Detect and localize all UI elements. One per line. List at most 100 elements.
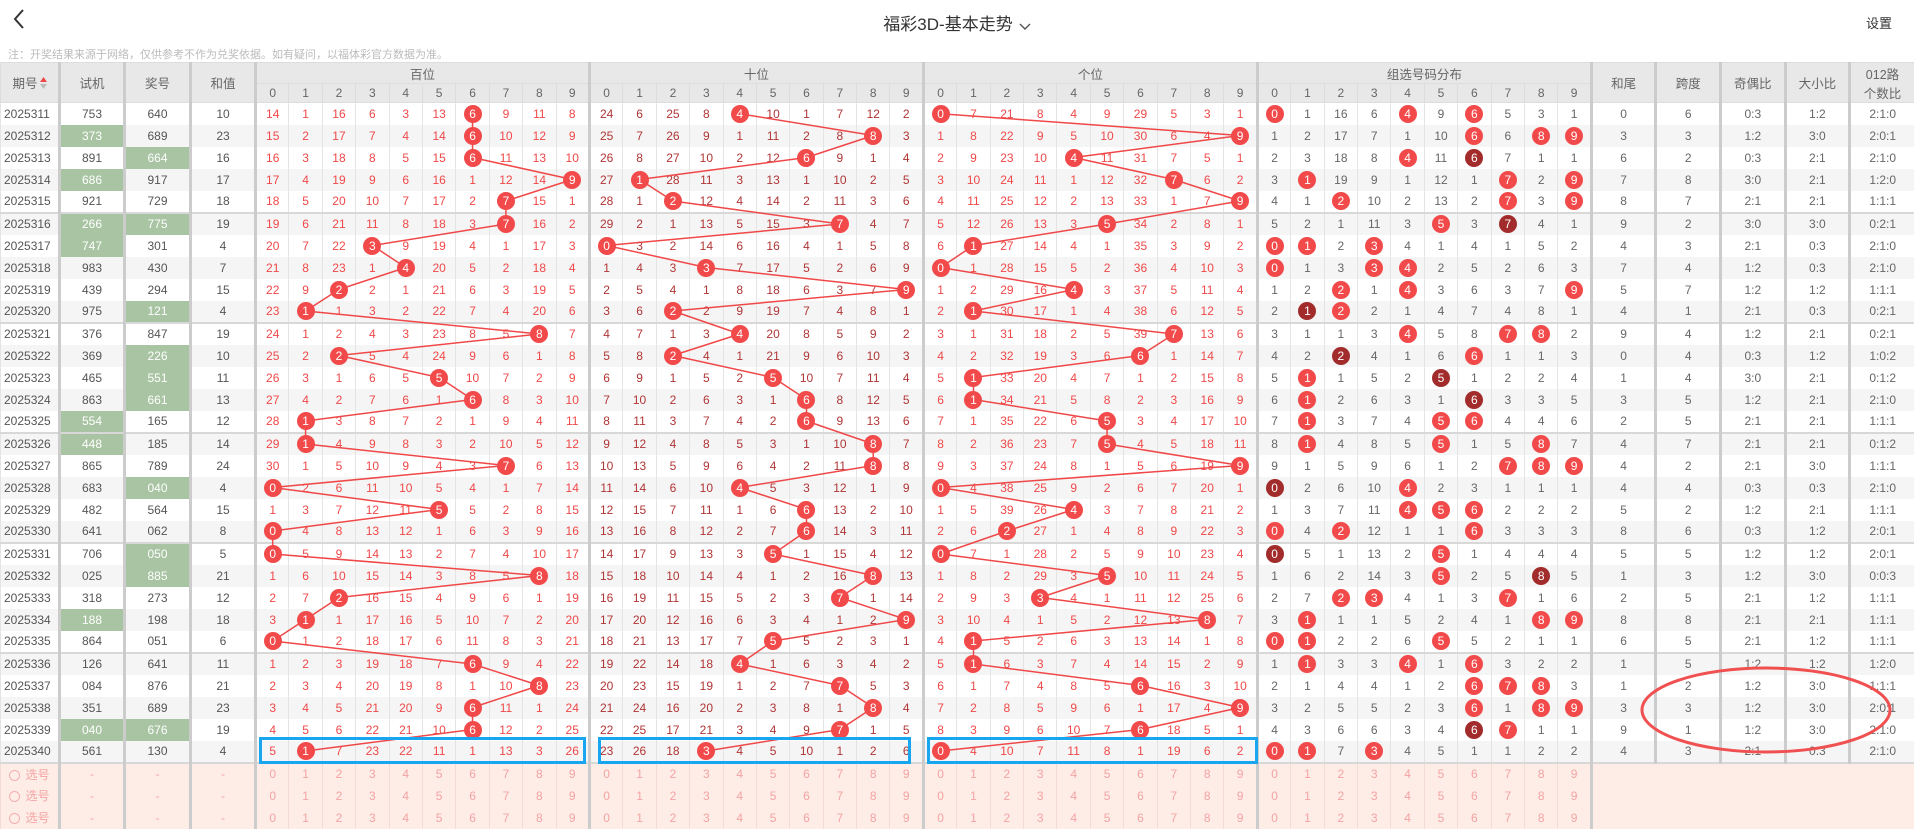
hundreds-select-digit[interactable]: 1 — [289, 785, 322, 807]
tens-select-digit[interactable]: 1 — [623, 807, 656, 829]
units-select-digit[interactable]: 5 — [1090, 807, 1123, 829]
tens-select-digit[interactable]: 9 — [890, 763, 923, 785]
units-select-digit[interactable]: 1 — [957, 785, 990, 807]
units-select-digit[interactable]: 9 — [1224, 763, 1257, 785]
units-select-digit[interactable]: 6 — [1124, 763, 1157, 785]
group-select-digit[interactable]: 6 — [1458, 763, 1491, 785]
tens-select-digit[interactable]: 6 — [790, 763, 823, 785]
units-select-digit[interactable]: 8 — [1191, 763, 1224, 785]
hundreds-select-digit[interactable]: 4 — [389, 807, 422, 829]
selector-label[interactable]: 选号 — [1, 763, 60, 785]
hundreds-select-digit[interactable]: 7 — [489, 785, 522, 807]
group-select-digit[interactable]: 0 — [1257, 763, 1290, 785]
units-select-digit[interactable]: 2 — [990, 807, 1023, 829]
group-select-digit[interactable]: 3 — [1358, 763, 1391, 785]
group-select-digit[interactable]: 1 — [1291, 785, 1324, 807]
units-select-digit[interactable]: 0 — [923, 807, 956, 829]
tens-select-digit[interactable]: 7 — [823, 785, 856, 807]
tens-select-digit[interactable]: 6 — [790, 785, 823, 807]
hundreds-select-digit[interactable]: 8 — [523, 763, 556, 785]
group-select-digit[interactable]: 1 — [1291, 807, 1324, 829]
hundreds-select-digit[interactable]: 4 — [389, 785, 422, 807]
selector-label[interactable]: 选号 — [1, 807, 60, 829]
tens-select-digit[interactable]: 0 — [589, 763, 622, 785]
hundreds-select-digit[interactable]: 6 — [456, 763, 489, 785]
group-select-digit[interactable]: 5 — [1424, 785, 1457, 807]
hundreds-select-digit[interactable]: 2 — [322, 807, 355, 829]
units-select-digit[interactable]: 2 — [990, 763, 1023, 785]
group-select-digit[interactable]: 7 — [1491, 763, 1524, 785]
settings-button[interactable]: 设置 — [1866, 13, 1892, 32]
group-select-digit[interactable]: 0 — [1257, 785, 1290, 807]
group-select-digit[interactable]: 6 — [1458, 785, 1491, 807]
tens-select-digit[interactable]: 8 — [857, 785, 890, 807]
units-select-digit[interactable]: 9 — [1224, 807, 1257, 829]
tens-select-digit[interactable]: 4 — [723, 785, 756, 807]
tens-select-digit[interactable]: 6 — [790, 807, 823, 829]
hundreds-select-digit[interactable]: 5 — [422, 807, 455, 829]
hundreds-select-digit[interactable]: 3 — [356, 785, 389, 807]
hundreds-select-digit[interactable]: 8 — [523, 807, 556, 829]
tens-select-digit[interactable]: 5 — [756, 807, 789, 829]
radio-icon[interactable] — [9, 791, 20, 802]
units-select-digit[interactable]: 8 — [1191, 807, 1224, 829]
units-select-digit[interactable]: 1 — [957, 807, 990, 829]
hundreds-select-digit[interactable]: 5 — [422, 763, 455, 785]
group-select-digit[interactable]: 6 — [1458, 807, 1491, 829]
hundreds-select-digit[interactable]: 3 — [356, 763, 389, 785]
hundreds-select-digit[interactable]: 4 — [389, 763, 422, 785]
tens-select-digit[interactable]: 3 — [690, 763, 723, 785]
tens-select-digit[interactable]: 2 — [656, 785, 689, 807]
tens-select-digit[interactable]: 2 — [656, 807, 689, 829]
hundreds-select-digit[interactable]: 1 — [289, 763, 322, 785]
group-select-digit[interactable]: 4 — [1391, 785, 1424, 807]
units-select-digit[interactable]: 2 — [990, 785, 1023, 807]
hundreds-select-digit[interactable]: 7 — [489, 807, 522, 829]
tens-select-digit[interactable]: 1 — [623, 785, 656, 807]
tens-select-digit[interactable]: 7 — [823, 807, 856, 829]
group-select-digit[interactable]: 3 — [1358, 807, 1391, 829]
hundreds-select-digit[interactable]: 0 — [256, 785, 289, 807]
group-select-digit[interactable]: 8 — [1524, 807, 1557, 829]
group-select-digit[interactable]: 9 — [1558, 785, 1591, 807]
units-select-digit[interactable]: 4 — [1057, 807, 1090, 829]
tens-select-digit[interactable]: 5 — [756, 785, 789, 807]
units-select-digit[interactable]: 6 — [1124, 807, 1157, 829]
units-select-digit[interactable]: 9 — [1224, 785, 1257, 807]
units-select-digit[interactable]: 4 — [1057, 785, 1090, 807]
tens-select-digit[interactable]: 1 — [623, 763, 656, 785]
group-select-digit[interactable]: 4 — [1391, 807, 1424, 829]
units-select-digit[interactable]: 3 — [1024, 785, 1057, 807]
tens-select-digit[interactable]: 3 — [690, 785, 723, 807]
tens-select-digit[interactable]: 0 — [589, 785, 622, 807]
hundreds-select-digit[interactable]: 6 — [456, 785, 489, 807]
units-select-digit[interactable]: 4 — [1057, 763, 1090, 785]
column-header-issue[interactable]: 期号 — [1, 63, 60, 103]
group-select-digit[interactable]: 9 — [1558, 807, 1591, 829]
group-select-digit[interactable]: 7 — [1491, 785, 1524, 807]
group-select-digit[interactable]: 2 — [1324, 763, 1357, 785]
group-select-digit[interactable]: 8 — [1524, 785, 1557, 807]
units-select-digit[interactable]: 5 — [1090, 785, 1123, 807]
units-select-digit[interactable]: 3 — [1024, 807, 1057, 829]
hundreds-select-digit[interactable]: 2 — [322, 785, 355, 807]
group-select-digit[interactable]: 1 — [1291, 763, 1324, 785]
tens-select-digit[interactable]: 7 — [823, 763, 856, 785]
radio-icon[interactable] — [9, 813, 20, 824]
group-select-digit[interactable]: 7 — [1491, 807, 1524, 829]
hundreds-select-digit[interactable]: 9 — [556, 785, 589, 807]
units-select-digit[interactable]: 0 — [923, 763, 956, 785]
units-select-digit[interactable]: 3 — [1024, 763, 1057, 785]
tens-select-digit[interactable]: 8 — [857, 763, 890, 785]
tens-select-digit[interactable]: 3 — [690, 807, 723, 829]
hundreds-select-digit[interactable]: 8 — [523, 785, 556, 807]
tens-select-digit[interactable]: 4 — [723, 763, 756, 785]
units-select-digit[interactable]: 7 — [1157, 807, 1190, 829]
group-select-digit[interactable]: 0 — [1257, 807, 1290, 829]
hundreds-select-digit[interactable]: 9 — [556, 807, 589, 829]
units-select-digit[interactable]: 7 — [1157, 785, 1190, 807]
tens-select-digit[interactable]: 4 — [723, 807, 756, 829]
tens-select-digit[interactable]: 9 — [890, 807, 923, 829]
hundreds-select-digit[interactable]: 5 — [422, 785, 455, 807]
group-select-digit[interactable]: 5 — [1424, 763, 1457, 785]
